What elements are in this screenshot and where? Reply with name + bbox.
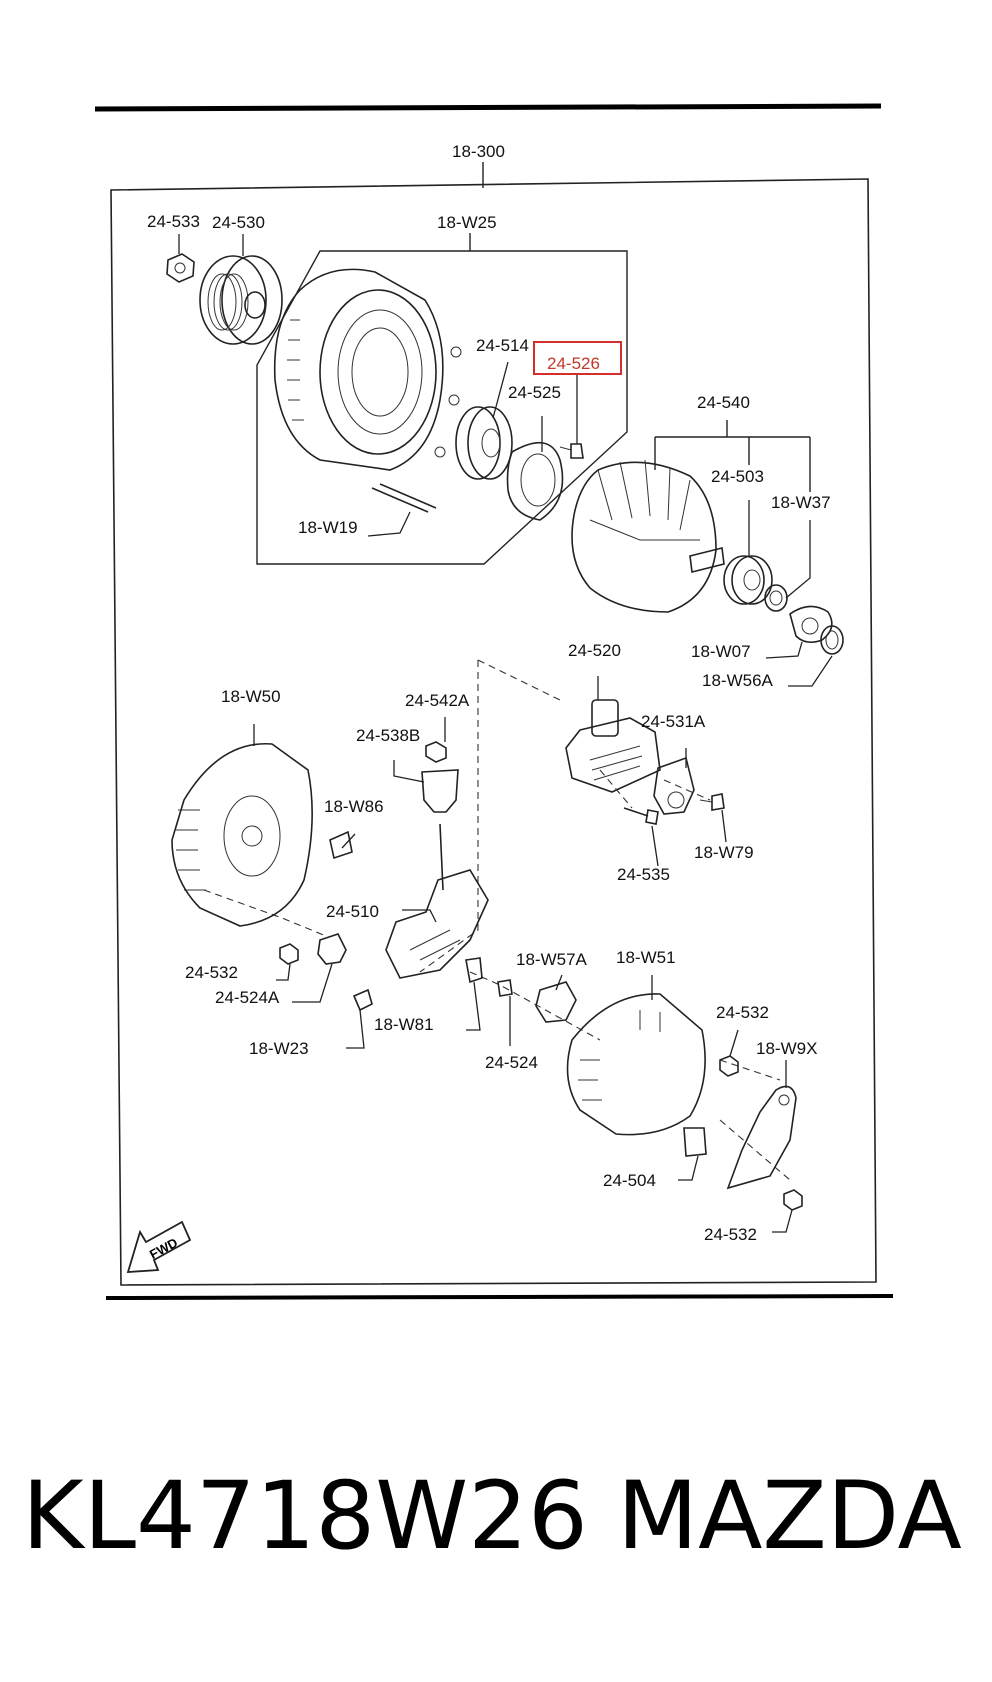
- nut-24-533: [166, 253, 195, 283]
- callout-18-W86: 18-W86: [324, 797, 384, 816]
- callout-24-525: 24-525: [508, 383, 561, 402]
- assembly-frame: [110, 178, 877, 1286]
- callout-24-532-right: 24-532: [716, 1003, 769, 1022]
- retainer-plate-24-525: [506, 441, 564, 521]
- o-ring-18-W56A: [820, 625, 844, 655]
- assembly-label: 18-300: [452, 142, 505, 161]
- callout-18-W50: 18-W50: [221, 687, 281, 706]
- ring-18-W37: [764, 584, 788, 612]
- part-number: KL4718W26: [22, 1462, 588, 1571]
- terminal-24-538B: [421, 769, 459, 813]
- callout-24-503: 24-503: [711, 467, 764, 486]
- insulator-18-W86: [329, 830, 353, 860]
- callout-18-W9X: 18-W9X: [756, 1039, 817, 1058]
- fwd-arrow-icon: FWD: [126, 1220, 192, 1273]
- callout-18-W37: 18-W37: [771, 493, 831, 512]
- nut-24-532-right: [719, 1055, 739, 1077]
- screw-24-526: [559, 443, 584, 459]
- bearing-24-503: [723, 555, 773, 605]
- callout-24-535: 24-535: [617, 865, 670, 884]
- callout-24-524A: 24-524A: [215, 988, 280, 1007]
- callout-18-W19: 18-W19: [298, 518, 358, 537]
- regulator-24-520: [565, 699, 661, 793]
- callout-24-520: 24-520: [568, 641, 621, 660]
- callout-18-W56A: 18-W56A: [702, 671, 774, 690]
- callout-24-538B: 24-538B: [356, 726, 420, 745]
- nut-24-542A: [425, 741, 447, 763]
- callout-18-W07: 18-W07: [691, 642, 751, 661]
- rear-housing-group-label: 18-W25: [437, 213, 497, 232]
- callout-24-542A: 24-542A: [405, 691, 470, 710]
- stud-24-504: [683, 1127, 707, 1157]
- bushing-24-524A: [317, 933, 347, 965]
- callout-24-530: 24-530: [212, 213, 265, 232]
- callout-24-524: 24-524: [485, 1053, 538, 1072]
- top-rule: [94, 103, 882, 112]
- callout-24-532-bottom: 24-532: [704, 1225, 757, 1244]
- rotor-group-label: 24-540: [697, 393, 750, 412]
- end-cover-18-W51: [566, 993, 706, 1136]
- highlight-box-24-526: [533, 341, 622, 375]
- rear-housing-group-frame: [256, 250, 628, 565]
- callout-18-W57A: 18-W57A: [516, 950, 588, 969]
- rotor-group-bracket: [654, 420, 811, 492]
- nut-24-532-left: [279, 943, 299, 965]
- cap-18-W57A: [535, 981, 577, 1023]
- callout-18-W23: 18-W23: [249, 1039, 309, 1058]
- callout-24-532-left: 24-532: [185, 963, 238, 982]
- bolt-24-535: [623, 807, 659, 825]
- rear-cover-18-W50: [171, 743, 313, 927]
- rectifier-24-510: [385, 823, 489, 979]
- screw-18-W23: [352, 988, 373, 1012]
- bracket-18-W9X: [726, 1085, 797, 1190]
- callout-24-533: 24-533: [147, 212, 200, 231]
- callout-24-531A: 24-531A: [641, 712, 706, 731]
- product-caption: KL4718W26 MAZDA: [0, 1462, 992, 1582]
- leader-lines: [178, 234, 833, 1233]
- nut-24-532-bottom: [783, 1189, 803, 1211]
- callout-24-504: 24-504: [603, 1171, 656, 1190]
- pulley-24-530: [199, 255, 283, 345]
- bearing-24-514: [455, 406, 513, 480]
- bottom-rule: [105, 1294, 894, 1300]
- brand-name: MAZDA: [617, 1462, 962, 1571]
- rotor-assembly: [571, 459, 725, 613]
- callout-24-510: 24-510: [326, 902, 379, 921]
- drive-end-housing: [273, 268, 462, 513]
- callout-18-W51: 18-W51: [616, 948, 676, 967]
- callout-24-514: 24-514: [476, 336, 529, 355]
- assembly-guide-lines: [203, 659, 791, 1181]
- gasket-18-W07: [789, 605, 833, 644]
- callout-18-W81: 18-W81: [374, 1015, 434, 1034]
- callout-18-W79: 18-W79: [694, 843, 754, 862]
- clip-18-W81: [465, 957, 483, 984]
- callout-24-526-highlighted: 24-526: [547, 354, 600, 373]
- screw-24-524: [497, 979, 513, 997]
- screw-18-W79: [699, 793, 725, 811]
